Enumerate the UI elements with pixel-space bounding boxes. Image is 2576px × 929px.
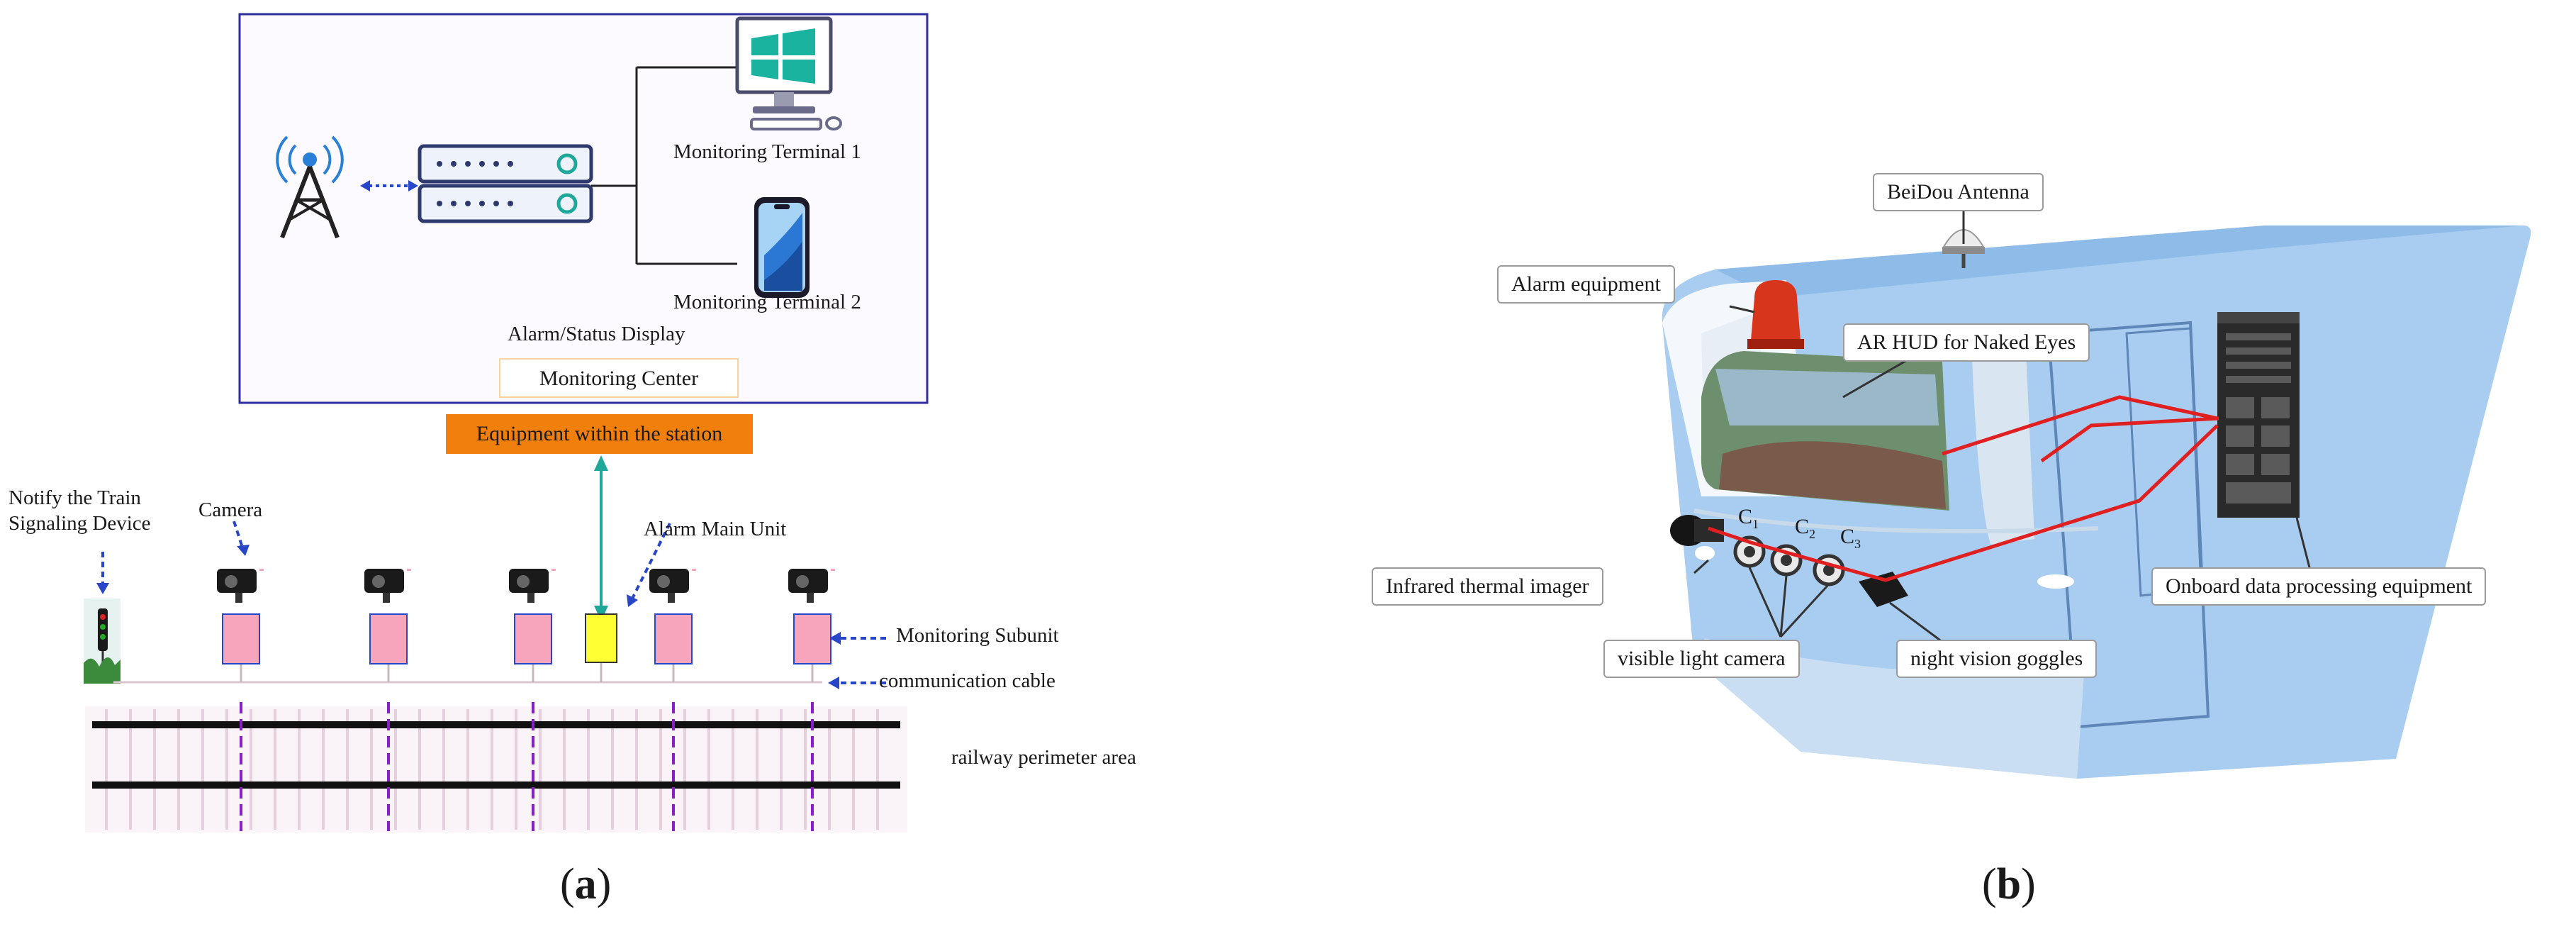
monitoring-subunit xyxy=(369,613,408,664)
monitoring-terminal-1-label: Monitoring Terminal 1 xyxy=(673,140,861,163)
railway-track-area xyxy=(85,706,907,833)
camera-label: Camera xyxy=(198,499,263,521)
visible-light-camera-label: visible light camera xyxy=(1603,640,1800,678)
camera-indicator xyxy=(831,569,835,571)
camera-mount xyxy=(235,593,242,603)
dashed-callout-arrows xyxy=(101,521,892,762)
camera-lens xyxy=(517,575,530,588)
onboard-data-processing-label: Onboard data processing equipment xyxy=(2151,567,2487,606)
camera-c1-label: C1 xyxy=(1738,505,1759,531)
terminal-connector-lines xyxy=(591,66,737,265)
perimeter-detection-lines xyxy=(240,702,814,831)
signal-tower-icon xyxy=(276,135,344,239)
notify-train-label-line1: Notify the Train xyxy=(9,486,141,509)
signaling-device-icon xyxy=(84,599,121,684)
night-vision-goggles-label: night vision goggles xyxy=(1896,640,2098,678)
camera-mount xyxy=(668,593,675,603)
camera-indicator xyxy=(407,569,411,571)
railway-perimeter-area-label: railway perimeter area xyxy=(951,746,1136,769)
camera-mount xyxy=(807,593,814,603)
alarm-main-unit-label: Alarm Main Unit xyxy=(644,518,787,540)
camera-lens xyxy=(657,575,670,588)
panel-a-caption: (a) xyxy=(560,860,612,908)
camera-indicator xyxy=(551,569,556,571)
beidou-antenna-label: BeiDou Antenna xyxy=(1873,173,2044,211)
equipment-within-station-banner: Equipment within the station xyxy=(446,414,753,454)
camera-lens xyxy=(372,575,385,588)
camera-lens xyxy=(796,575,809,588)
alarm-equipment-label: Alarm equipment xyxy=(1497,265,1675,304)
camera-indicator xyxy=(692,569,696,571)
camera-c2-label: C2 xyxy=(1795,515,1816,541)
alarm-main-unit xyxy=(585,613,617,663)
wireless-link-arrow xyxy=(360,180,418,191)
monitoring-terminal-2-label: Monitoring Terminal 2 xyxy=(673,291,861,313)
monitoring-subunit xyxy=(222,613,260,664)
alarm-status-display-label: Alarm/Status Display xyxy=(508,323,685,345)
monitoring-subunit-label: Monitoring Subunit xyxy=(896,624,1059,647)
monitoring-center-label: Monitoring Center xyxy=(499,358,739,398)
camera-c3-label: C3 xyxy=(1840,525,1861,551)
ar-hud-label: AR HUD for Naked Eyes xyxy=(1843,323,2090,362)
train-illustration xyxy=(1662,226,2531,779)
monitoring-subunit xyxy=(654,613,693,664)
monitoring-subunit xyxy=(514,613,552,664)
communication-cable-label: communication cable xyxy=(879,669,1055,692)
notify-train-label-line2: Signaling Device xyxy=(9,512,151,535)
camera-lens xyxy=(225,575,237,588)
monitoring-units xyxy=(217,569,835,682)
monitor-icon xyxy=(735,16,842,130)
camera-indicator xyxy=(259,569,264,571)
phone-icon xyxy=(754,197,810,298)
panel-b-caption: (b) xyxy=(1982,860,2036,908)
monitoring-subunit xyxy=(793,613,831,664)
camera-mount xyxy=(383,593,390,603)
server-icon xyxy=(418,144,593,223)
infrared-thermal-imager-label: Infrared thermal imager xyxy=(1372,567,1603,606)
camera-mount xyxy=(527,593,534,603)
